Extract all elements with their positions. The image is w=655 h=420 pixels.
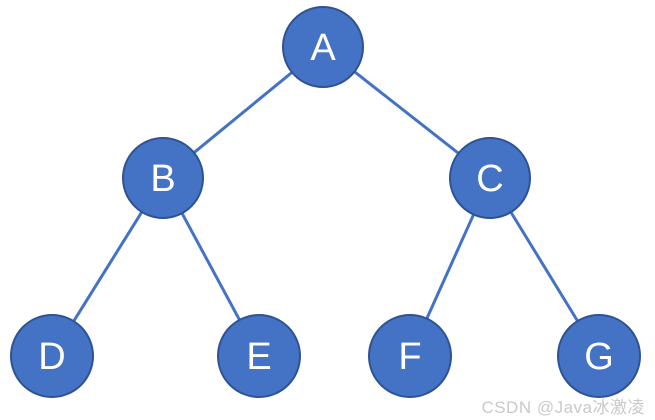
tree-edge-b-e — [180, 210, 242, 323]
edge-layer — [71, 69, 580, 324]
node-circle-b[interactable] — [122, 137, 204, 219]
tree-edge-a-b — [191, 70, 295, 155]
tree-node-g[interactable]: G — [557, 314, 641, 398]
node-label-b: B — [150, 158, 175, 200]
tree-edge-b-d — [71, 209, 144, 324]
node-label-c: C — [476, 158, 503, 200]
csdn-watermark: CSDN @Java冰激凌 — [481, 398, 645, 417]
node-circle-f[interactable] — [368, 314, 452, 398]
node-circle-e[interactable] — [217, 314, 301, 398]
node-label-d: D — [38, 336, 65, 378]
tree-edge-a-c — [352, 69, 461, 156]
node-circle-d[interactable] — [10, 314, 94, 398]
node-circle-a[interactable] — [282, 6, 364, 88]
tree-edge-c-f — [424, 212, 476, 322]
tree-node-d[interactable]: D — [10, 314, 94, 398]
node-layer: A B C D E F G — [10, 6, 641, 398]
node-label-a: A — [310, 27, 336, 69]
tree-node-f[interactable]: F — [368, 314, 452, 398]
tree-node-c[interactable]: C — [449, 137, 531, 219]
node-label-g: G — [584, 336, 614, 378]
node-label-e: E — [246, 336, 271, 378]
tree-edge-c-g — [508, 209, 580, 324]
node-circle-g[interactable] — [557, 314, 641, 398]
node-circle-c[interactable] — [449, 137, 531, 219]
tree-node-a[interactable]: A — [282, 6, 364, 88]
tree-node-e[interactable]: E — [217, 314, 301, 398]
node-label-f: F — [398, 336, 421, 378]
tree-node-b[interactable]: B — [122, 137, 204, 219]
